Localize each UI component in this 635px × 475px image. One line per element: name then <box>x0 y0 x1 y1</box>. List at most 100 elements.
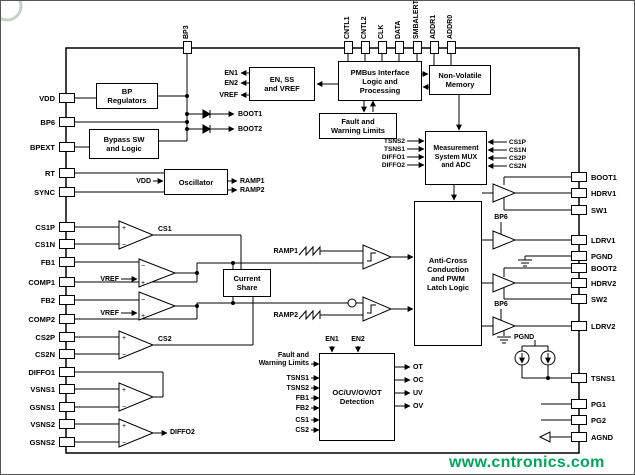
pin-box-vsns2 <box>59 419 75 429</box>
pin-label-sw1: SW1 <box>591 206 608 215</box>
pin-label-ldrv1: LDRV1 <box>591 236 616 245</box>
signal-diffo2: DIFFO2 <box>170 429 195 436</box>
pin-box-comp2 <box>59 314 75 324</box>
pin-label-bp6: BP6 <box>40 118 55 127</box>
signal-mux-cs2p: CS2P <box>509 155 526 162</box>
amp-signs: + − − + − + + − + − + − <box>122 225 145 447</box>
diff-amp1-icon <box>118 382 155 412</box>
pin-box-ldrv2 <box>571 321 587 331</box>
pin-label-gsns2: GSNS2 <box>29 438 55 447</box>
signal-mux-cs2n: CS2N <box>509 163 527 170</box>
signal-mux-tsns2: TSNS2 <box>384 138 405 145</box>
pin-label-bpext: BPEXT <box>29 143 55 152</box>
block-measurement-mux-adc: Measurement System MUX and ADC <box>425 131 487 185</box>
hdrv1-driver-icon <box>492 183 517 203</box>
pin-label-vsns1: VSNS1 <box>30 385 55 394</box>
error-amp1-icon <box>138 258 177 288</box>
pin-label-pg1: PG1 <box>591 400 607 409</box>
plus-sign: + <box>141 313 145 320</box>
pin-label-sw2: SW2 <box>591 295 608 304</box>
signal-vref-ea1: VREF <box>100 276 119 283</box>
pin-label-cntl1: CNTL1 <box>344 16 351 39</box>
pin-box-bp6 <box>59 117 75 127</box>
pin-label-bp3: BP3 <box>183 25 190 39</box>
hysteresis1-icon <box>367 252 376 262</box>
block-pmbus-interface: PMBus Interface Logic and Processing <box>338 61 422 101</box>
block-nonvolatile-memory: Non-Volatile Memory <box>429 65 491 95</box>
signal-vref-ea2: VREF <box>100 310 119 317</box>
det-output-ov: OV <box>413 403 424 410</box>
block-oscillator: Oscillator <box>164 169 228 195</box>
pin-label-fb2: FB2 <box>40 296 55 305</box>
pin-label-comp2: COMP2 <box>28 315 55 324</box>
pin-box-gsns1 <box>59 402 75 412</box>
pin-box-diffo1 <box>59 367 75 377</box>
signal-ramp1-pwm: RAMP1 <box>273 248 298 255</box>
minus-sign: − <box>122 404 126 411</box>
pin-box-cs1p <box>59 222 75 232</box>
signal-cs2: CS2 <box>158 336 172 343</box>
pin-label-comp1: COMP1 <box>28 278 55 287</box>
block-fault-warning-limits: Fault and Warning Limits <box>319 113 397 139</box>
watermark-logo-icon <box>1 1 23 22</box>
det-input-fault-warning-limits: Fault and Warning Limits <box>258 352 309 367</box>
pin-label-diffo1: DIFFO1 <box>28 368 55 377</box>
ldrv1-driver-icon <box>492 230 517 250</box>
wires <box>75 54 571 443</box>
current-source-arrows <box>519 353 551 364</box>
signal-det-en2: EN2 <box>351 336 365 343</box>
signal-en2: EN2 <box>224 80 238 87</box>
agnd-symbol-icon <box>538 431 551 443</box>
pin-label-hdrv1: HDRV1 <box>591 189 617 198</box>
pin-box-bpext <box>59 142 75 152</box>
signal-vdd-oscillator: VDD <box>136 178 151 185</box>
pin-box-hdrv1 <box>571 188 587 198</box>
pin-box-pg2 <box>571 415 587 425</box>
signal-en1: EN1 <box>224 70 238 77</box>
watermark: www.cntronics.com <box>449 454 605 471</box>
signal-mux-diffo1: DIFFO1 <box>381 154 405 161</box>
pin-box-smbalert <box>413 41 422 54</box>
det-input-tsns1: TSNS1 <box>286 375 309 382</box>
cs1-amp-icon <box>118 220 155 250</box>
pin-box-data <box>395 41 404 54</box>
pin-box-vdd <box>59 93 75 103</box>
signal-ramp2: RAMP2 <box>240 187 265 194</box>
pwm-comparator2-icon <box>362 296 393 322</box>
pin-label-boot2: BOOT2 <box>591 264 617 273</box>
pin-label-data: DATA <box>395 20 402 39</box>
signal-mux-tsns1: TSNS1 <box>384 146 405 153</box>
chip-boundary <box>65 47 580 454</box>
pin-box-hdrv2 <box>571 278 587 288</box>
det-input-fb2: FB2 <box>295 405 309 412</box>
cs2-amp-icon <box>118 330 155 360</box>
hdrv2-driver-icon <box>492 273 517 293</box>
junction-dots <box>185 94 550 380</box>
signal-cs1: CS1 <box>158 226 172 233</box>
symbols <box>118 109 556 448</box>
det-input-cs1: CS1 <box>295 417 309 424</box>
det-output-oc: OC <box>413 377 424 384</box>
pin-box-sw2 <box>571 294 587 304</box>
pin-label-vsns2: VSNS2 <box>30 420 55 429</box>
signal-boot2: BOOT2 <box>238 126 263 133</box>
error-amp2-icon <box>138 291 177 321</box>
signal-pgnd-internal: PGND <box>514 334 535 341</box>
pin-box-gsns2 <box>59 437 75 447</box>
pin-label-pg2: PG2 <box>591 416 607 425</box>
pin-box-pgnd <box>571 251 587 261</box>
pin-label-rt: RT <box>45 169 55 178</box>
signal-ramp1: RAMP1 <box>240 178 265 185</box>
pin-label-boot1: BOOT1 <box>591 173 617 182</box>
pwm-comparator1-icon <box>362 244 393 270</box>
ldrv2-driver-icon <box>492 316 517 336</box>
det-input-tsns2: TSNS2 <box>286 385 309 392</box>
pin-label-clk: CLK <box>378 24 385 39</box>
pin-label-pgnd: PGND <box>591 252 613 261</box>
block-en-ss-vref: EN, SS and VREF <box>249 67 315 101</box>
plus-sign: + <box>141 280 145 287</box>
pin-box-boot2 <box>571 263 587 273</box>
pin-box-cs2n <box>59 349 75 359</box>
signal-boot1: BOOT1 <box>238 111 263 118</box>
